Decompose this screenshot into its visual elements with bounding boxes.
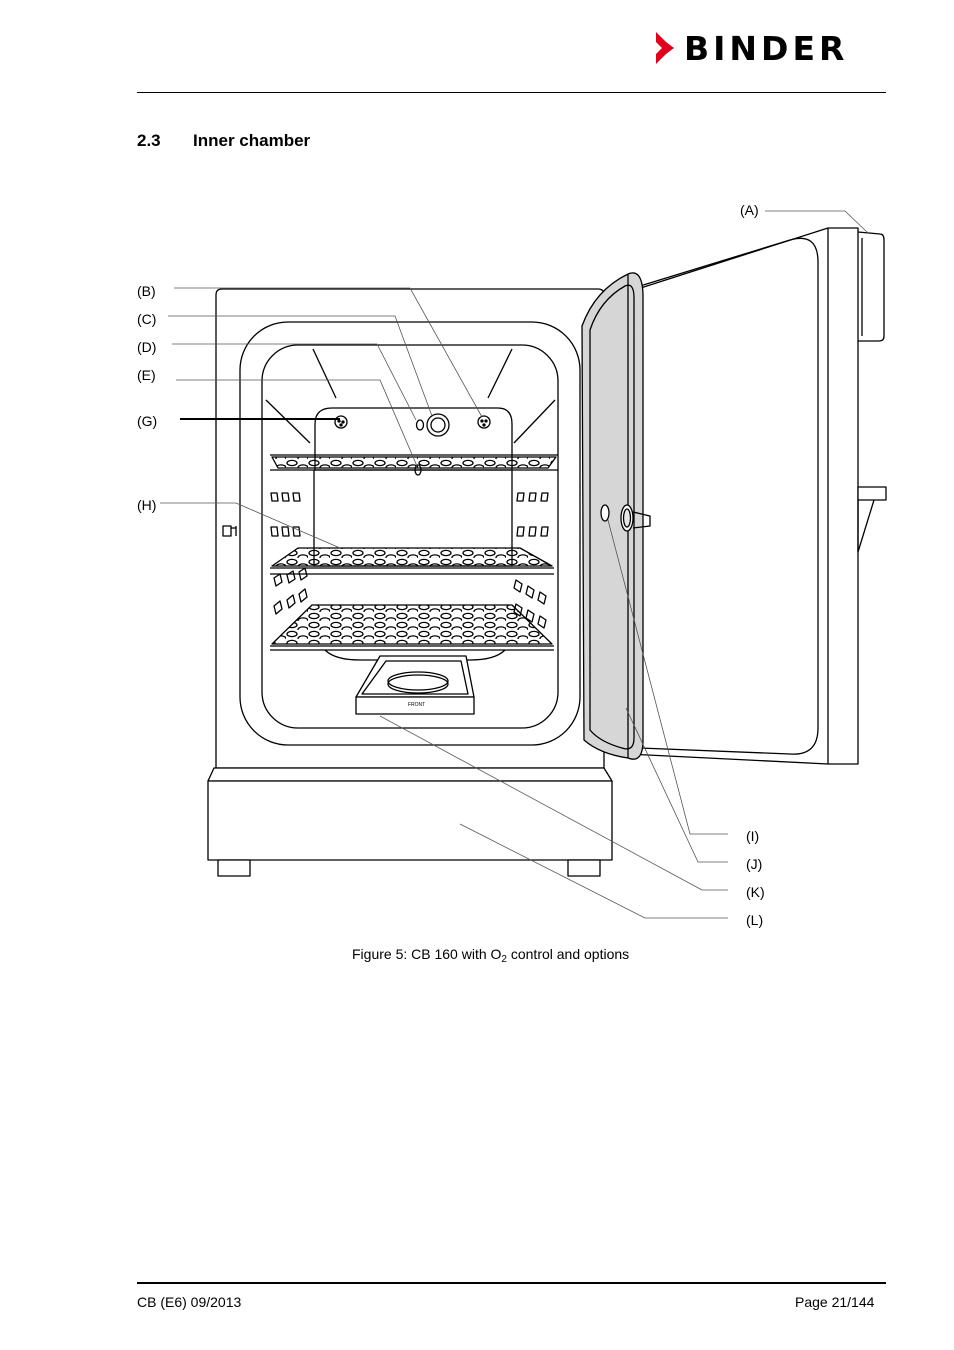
callout-b: (B) xyxy=(137,283,156,299)
footer-doc-id: CB (E6) 09/2013 xyxy=(137,1294,242,1310)
callout-d: (D) xyxy=(137,339,157,355)
caption-subscript: 2 xyxy=(501,954,507,965)
section-number: 2.3 xyxy=(137,131,161,150)
section-title: Inner chamber xyxy=(193,131,311,150)
callout-l: (L) xyxy=(746,912,764,928)
header-rule xyxy=(137,92,886,93)
footer-page-number: Page 21/144 xyxy=(795,1294,875,1310)
callout-e: (E) xyxy=(137,367,156,383)
binder-logo: BINDER xyxy=(652,30,888,70)
brand-name: BINDER xyxy=(684,29,849,68)
figure-caption: Figure 5: CB 160 with O2 control and opt… xyxy=(352,946,630,965)
callout-a: (A) xyxy=(740,202,759,218)
caption-prefix: Figure 5: CB 160 with O xyxy=(352,946,502,962)
callout-k: (K) xyxy=(746,884,765,900)
callout-i: (I) xyxy=(746,828,760,844)
incubator-drawing: FRONT xyxy=(160,210,887,919)
callout-c: (C) xyxy=(137,311,157,327)
caption-suffix: control and options xyxy=(506,946,630,962)
logo-arrow-icon xyxy=(656,32,674,64)
tray-front-label: FRONT xyxy=(408,702,425,708)
callout-h: (H) xyxy=(137,497,157,513)
footer-rule xyxy=(137,1282,886,1284)
callout-j: (J) xyxy=(746,856,763,872)
callout-g: (G) xyxy=(137,413,158,429)
